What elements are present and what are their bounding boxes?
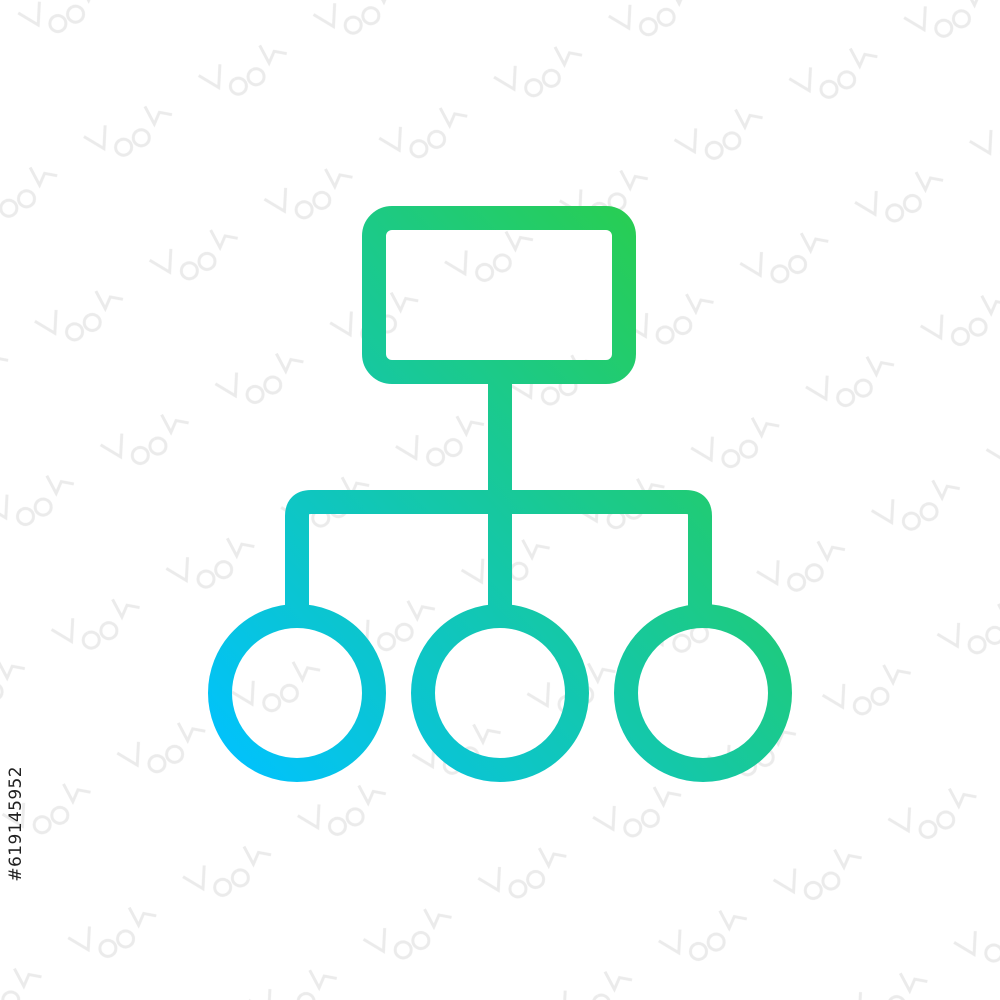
child-node-left [208,604,386,782]
stock-id-text: #619145952 [6,766,26,882]
child-node-right [614,604,792,782]
stock-id-label: #619145952 [6,766,26,882]
top-node-rect [362,206,636,384]
child-node-center [411,604,589,782]
branch-bar [285,490,712,616]
